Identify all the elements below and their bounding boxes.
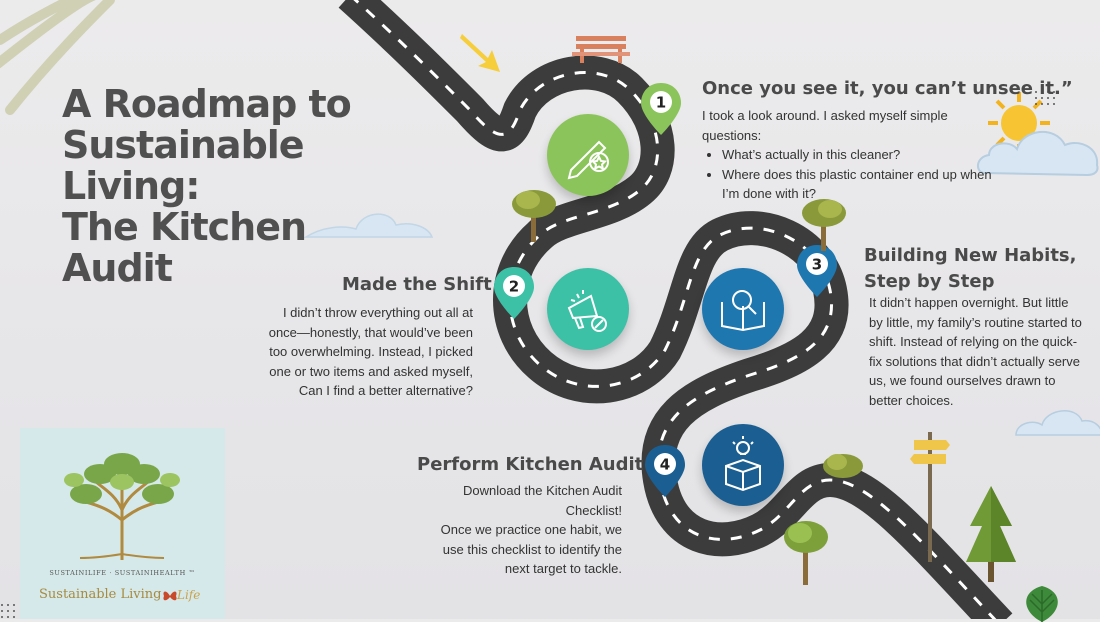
step-4-icon-circle [702, 424, 784, 506]
butterfly-icon [163, 591, 177, 601]
step-1-icon-circle [547, 114, 629, 196]
cloud-icon [1015, 410, 1100, 436]
step-1-intro: I took a look around. I asked myself sim… [702, 108, 948, 143]
box-lightbulb-icon [725, 436, 761, 492]
step-4-heading: Perform Kitchen Audit [417, 454, 644, 475]
logo-wordmark: Sustainable Living [39, 587, 162, 602]
step-3-number: 3 [812, 256, 822, 274]
book-magnifier-icon [721, 290, 765, 332]
tree-logo-icon [64, 453, 180, 560]
arrow-icon [460, 34, 500, 72]
logo-tagline: SUSTAINILIFE ⋅ SUSTAINIHEALTH ™ [49, 569, 196, 577]
step-2-heading: Made the Shift [342, 274, 492, 295]
swirl-decoration [0, 0, 115, 115]
step-3-pin: 3 [797, 245, 837, 297]
pine-tree-icon [966, 486, 1016, 582]
palm-leaf-icon [1026, 586, 1058, 622]
bush-icon [823, 454, 863, 478]
step-1-number: 1 [656, 94, 666, 112]
step-1-heading: Once you see it, you can’t unsee it.” [702, 78, 1073, 99]
step-1-body: I took a look around. I asked myself sim… [702, 106, 1002, 204]
dots-decoration [1, 604, 15, 618]
step-1-bullet-list: What’s actually in this cleaner? Where d… [702, 145, 1002, 204]
brand-logo: SUSTAINILIFE ⋅ SUSTAINIHEALTH ™ Sustaina… [20, 428, 225, 619]
step-1-pin: 1 [641, 83, 681, 135]
tree-icon [784, 521, 828, 585]
cloud-icon [303, 213, 434, 238]
step-4-pin: 4 [645, 445, 685, 497]
cloud-icon [977, 130, 1099, 177]
pencil-badge-icon [567, 140, 609, 180]
step-4-number: 4 [660, 456, 670, 474]
step-3-icon-circle [702, 268, 784, 350]
step-2-pin: 2 [494, 267, 534, 319]
step-2-body: I didn’t throw everything out all at onc… [268, 305, 473, 398]
step-3-body: It didn’t happen overnight. But little b… [869, 295, 1082, 408]
tree-icon [512, 190, 556, 242]
signpost-icon [910, 432, 950, 562]
page-title: A Roadmap to Sustainable Living: The Kit… [62, 82, 352, 290]
step-2-number: 2 [509, 278, 519, 296]
logo-script: Life [177, 588, 201, 602]
bench-icon [572, 36, 630, 63]
step-1-bullet: Where does this plastic container end up… [722, 165, 1002, 204]
megaphone-percent-icon [567, 290, 607, 332]
step-1-bullet: What’s actually in this cleaner? [722, 145, 1002, 165]
step-2-icon-circle [547, 268, 629, 350]
step-3-heading: Building New Habits, Step by Step [864, 245, 1077, 292]
step-4-body: Download the Kitchen Audit Checklist! On… [440, 483, 622, 576]
dots-decoration [1035, 91, 1055, 105]
tree-icon [802, 199, 846, 251]
